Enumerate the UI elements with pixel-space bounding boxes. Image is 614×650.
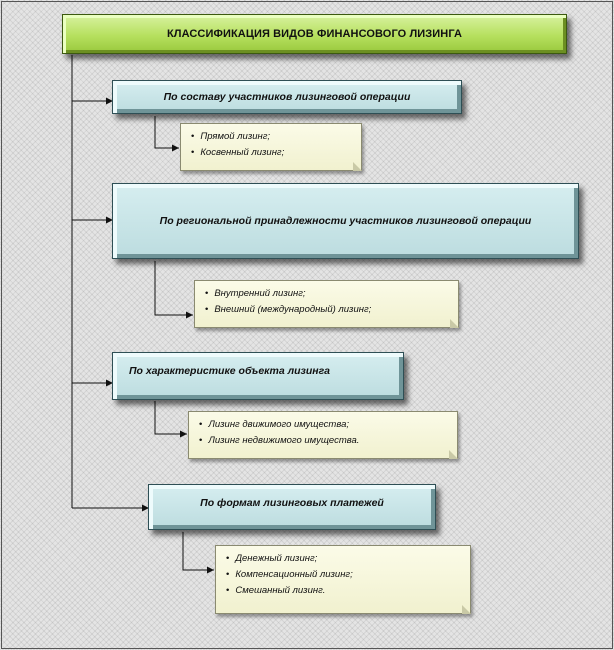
category-object: По характеристике объекта лизинга xyxy=(112,352,404,400)
list-item: Денежный лизинг; xyxy=(226,551,462,567)
list-item: Смешанный лизинг. xyxy=(226,583,462,599)
diagram-title: КЛАССИФИКАЦИЯ ВИДОВ ФИНАНСОВОГО ЛИЗИНГА xyxy=(62,14,567,54)
list-participants: Прямой лизинг; Косвенный лизинг; xyxy=(180,123,362,171)
list-object: Лизинг движимого имущества; Лизинг недви… xyxy=(188,411,458,459)
category-payments: По формам лизинговых платежей xyxy=(148,484,436,530)
category-participants: По составу участников лизинговой операци… xyxy=(112,80,462,114)
list-item: Косвенный лизинг; xyxy=(191,145,353,161)
arrow-to-list-1 xyxy=(154,116,179,152)
list-item: Внутренний лизинг; xyxy=(205,286,450,302)
arrow-to-list-4 xyxy=(182,532,214,574)
arrow-to-list-2 xyxy=(154,261,193,319)
category-regional: По региональной принадлежности участнико… xyxy=(112,183,579,259)
list-item: Лизинг недвижимого имущества. xyxy=(199,433,449,449)
list-item: Компенсационный лизинг; xyxy=(226,567,462,583)
list-item: Прямой лизинг; xyxy=(191,129,353,145)
list-payments: Денежный лизинг; Компенсационный лизинг;… xyxy=(215,545,471,614)
list-item: Внешний (международный) лизинг; xyxy=(205,302,450,318)
list-regional: Внутренний лизинг; Внешний (международны… xyxy=(194,280,459,328)
arrow-to-list-3 xyxy=(154,401,187,438)
list-item: Лизинг движимого имущества; xyxy=(199,417,449,433)
